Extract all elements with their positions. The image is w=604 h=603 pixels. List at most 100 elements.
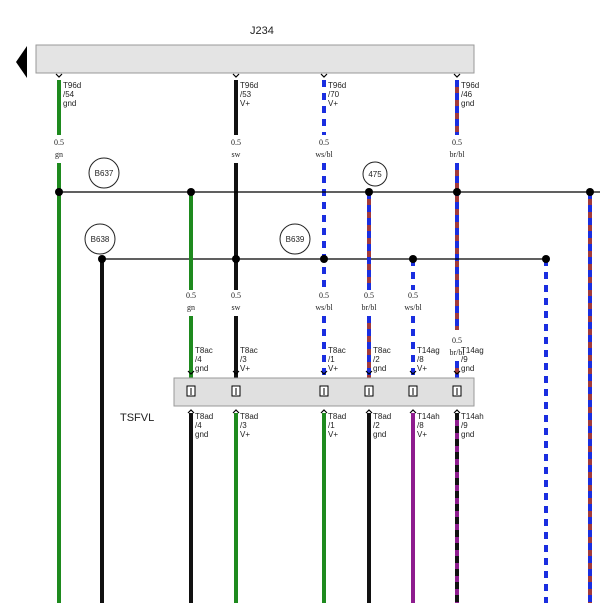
splice-node (320, 255, 328, 263)
top-pin-marker (232, 73, 240, 78)
pin-function-label: V+ (240, 364, 250, 373)
pin-number-label: /70 (328, 90, 340, 99)
wire-size-label: 0.5 (319, 291, 329, 300)
wire-size-label: 0.5 (231, 138, 241, 147)
pin-function-label: gnd (373, 430, 386, 439)
pin-number-label: /53 (240, 90, 252, 99)
splice-475-label: 475 (368, 170, 382, 179)
pin-connector-label: T8ac (328, 346, 346, 355)
pin-number-label: /3 (240, 355, 247, 364)
pin-number-label: /1 (328, 421, 335, 430)
pin-function-label: gnd (373, 364, 386, 373)
control-unit-label: J234 (250, 25, 274, 37)
pin-connector-label: T8ac (373, 346, 391, 355)
splice-b637 (88, 157, 120, 189)
pin-function-label: V+ (328, 430, 338, 439)
wire-size-label: 0.5 (408, 291, 418, 300)
labels: T96d/54gndT96d/53V+T96d/70V+T96d/46gnd0.… (54, 73, 484, 439)
wire-color-label: ws/bl (315, 303, 333, 312)
wire-color-label: br/bl (361, 303, 377, 312)
splice-node (187, 188, 195, 196)
pin-function-label: gnd (461, 364, 474, 373)
pin-connector-label: T14ah (417, 412, 440, 421)
left-arrow-icon[interactable] (16, 46, 27, 78)
wire-color-label: gn (55, 150, 63, 159)
splice-node (55, 188, 63, 196)
pin-number-label: /2 (373, 421, 380, 430)
wire-size-label: 0.5 (54, 138, 64, 147)
pin-number-label: /8 (417, 355, 424, 364)
wire-color-label: br/bl (449, 150, 465, 159)
pin-number-label: /4 (195, 355, 202, 364)
pin-connector-label: T8ac (195, 346, 213, 355)
pin-connector-label: T14ag (461, 346, 484, 355)
pin-function-label: V+ (417, 364, 427, 373)
pin-function-label: gnd (461, 430, 474, 439)
pin-number-label: /3 (240, 421, 247, 430)
module-connector (173, 377, 475, 407)
wire-color-label: sw (232, 303, 241, 312)
pin-function-label: gnd (195, 364, 208, 373)
control-unit-bar (35, 44, 475, 74)
pin-connector-label: T96d (328, 81, 346, 90)
splice-nodes (55, 188, 594, 263)
top-pin-marker (453, 73, 461, 78)
splice-node (542, 255, 550, 263)
pin-number-label: /46 (461, 90, 473, 99)
connector-lower-pin-marker (187, 409, 195, 414)
pin-number-label: /2 (373, 355, 380, 364)
pin-number-label: /4 (195, 421, 202, 430)
pin-function-label: V+ (328, 99, 338, 108)
connector-lower-pin-marker (365, 409, 373, 414)
pin-connector-label: T14ah (461, 412, 484, 421)
splice-b637-label: B637 (95, 169, 114, 178)
top-pin-marker (320, 73, 328, 78)
wire-size-label: 0.5 (186, 291, 196, 300)
wires (57, 80, 600, 603)
connector-upper-pin-marker (365, 370, 373, 375)
splice-node (409, 255, 417, 263)
pin-number-label: /9 (461, 355, 468, 364)
splice-node (586, 188, 594, 196)
wire-color-label: gn (187, 303, 195, 312)
pin-function-label: gnd (461, 99, 474, 108)
splice-b638 (84, 223, 116, 255)
wire-color-label: ws/bl (315, 150, 333, 159)
wire-color-label: br/bl (449, 348, 465, 357)
splice-node (453, 188, 461, 196)
pin-connector-label: T96d (461, 81, 479, 90)
connector-upper-pin-marker (187, 370, 195, 375)
splice-node (365, 188, 373, 196)
pin-number-label: /8 (417, 421, 424, 430)
splice-b639 (279, 223, 311, 255)
connector-lower-pin-marker (232, 409, 240, 414)
connector-upper-pin-marker (453, 370, 461, 375)
splice-node (98, 255, 106, 263)
pin-number-label: /9 (461, 421, 468, 430)
wire-size-label: 0.5 (364, 291, 374, 300)
wire-color-label: ws/bl (404, 303, 422, 312)
pin-number-label: /1 (328, 355, 335, 364)
pin-function-label: V+ (328, 364, 338, 373)
pin-connector-label: T8ad (240, 412, 258, 421)
splice-b639-label: B639 (286, 235, 305, 244)
pin-function-label: V+ (240, 430, 250, 439)
connector-upper-pin-marker (320, 370, 328, 375)
pin-number-label: /54 (63, 90, 75, 99)
pin-function-label: gnd (195, 430, 208, 439)
pin-connector-label: T96d (63, 81, 81, 90)
pin-connector-label: T14ag (417, 346, 440, 355)
pin-connector-label: T8ad (328, 412, 346, 421)
pin-connector-label: T8ad (195, 412, 213, 421)
splice-node (232, 255, 240, 263)
pin-connector-label: T96d (240, 81, 258, 90)
pin-function-label: V+ (240, 99, 250, 108)
wire-size-label: 0.5 (319, 138, 329, 147)
splice-b638-label: B638 (91, 235, 110, 244)
connector-lower-pin-marker (453, 409, 461, 414)
wire-color-label: sw (232, 150, 241, 159)
pin-function-label: V+ (417, 430, 427, 439)
pin-connector-label: T8ac (240, 346, 258, 355)
wire-size-label: 0.5 (452, 138, 462, 147)
